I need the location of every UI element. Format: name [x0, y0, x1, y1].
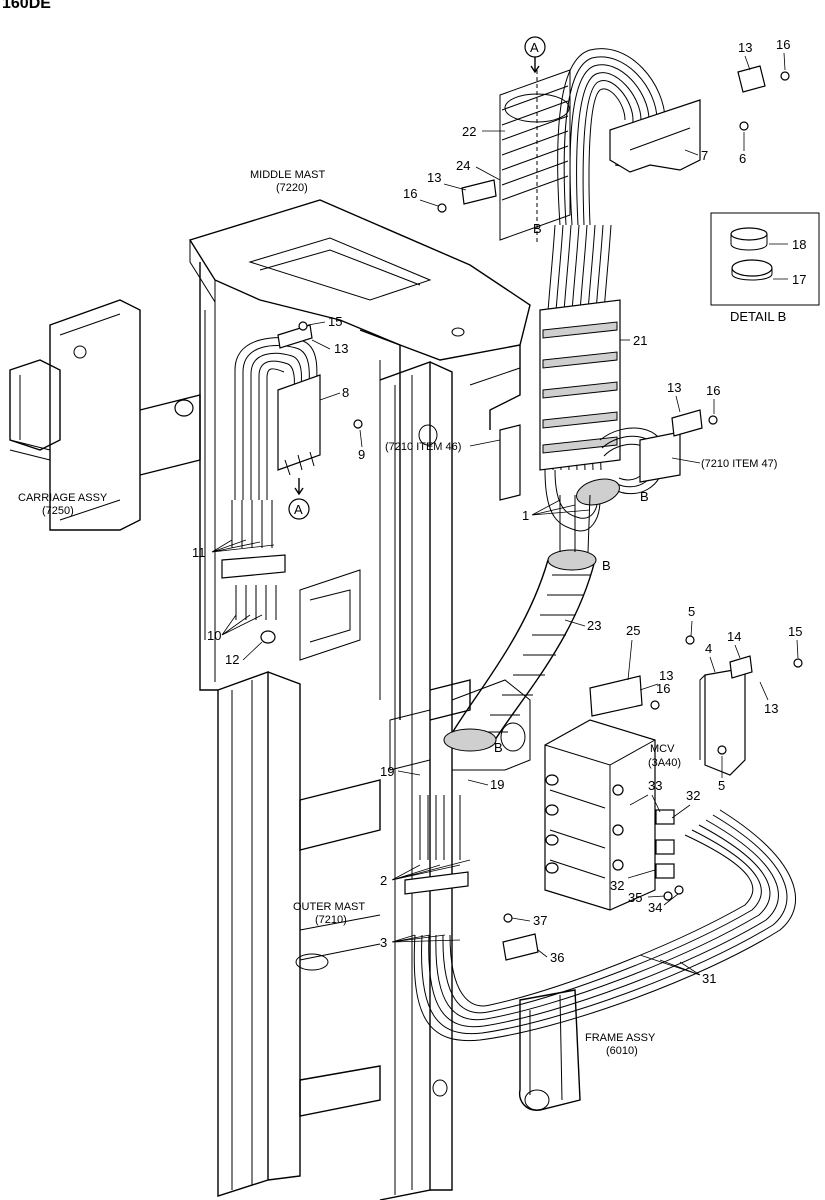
detail-b-title: DETAIL B: [730, 309, 786, 324]
part-6: 6: [739, 151, 746, 166]
part-16-d: 16: [656, 681, 670, 696]
assembly-labels: MIDDLE MAST (7220) CARRIAGE ASSY (7250) …: [18, 169, 777, 1057]
carriage-hose-loop: [221, 324, 321, 644]
part-12: 12: [225, 652, 239, 667]
ref-a-bottom: A: [294, 502, 303, 517]
part-22: 22: [462, 124, 476, 139]
part-25: 25: [626, 623, 640, 638]
carriage-label: CARRIAGE ASSY: [18, 492, 108, 504]
part-13-d: 13: [667, 380, 681, 395]
part-19-a: 19: [380, 764, 394, 779]
part-13-f: 13: [764, 701, 778, 716]
ref-b-2: B: [640, 489, 649, 504]
part-16-a: 16: [776, 37, 790, 52]
middle-mast-label: MIDDLE MAST: [250, 169, 325, 181]
carriage-code: (7250): [42, 505, 74, 517]
part-13-c: 13: [334, 341, 348, 356]
part-5-a: 5: [688, 604, 695, 619]
outer-mast-label: OUTER MAST: [293, 901, 365, 913]
model-title: 160DE: [2, 0, 51, 12]
part-37: 37: [533, 913, 547, 928]
hardware: [298, 65, 803, 923]
mcv-label: MCV: [650, 743, 675, 755]
item47-label: (7210 ITEM 47): [701, 458, 777, 470]
part-8: 8: [342, 385, 349, 400]
hose-bundle-upper: [539, 224, 681, 532]
part-9: 9: [358, 447, 365, 462]
part-15-a: 15: [328, 314, 342, 329]
ref-b-1: B: [533, 221, 542, 236]
part-15-b: 15: [788, 624, 802, 639]
lower-hoses: [404, 795, 796, 1042]
middle-mast: [188, 199, 531, 720]
part-3: 3: [380, 935, 387, 950]
outer-mast-code: (7210): [315, 914, 347, 926]
part-2: 2: [380, 873, 387, 888]
part-5-b: 5: [718, 778, 725, 793]
reference-markers: A A B B B B: [288, 36, 649, 755]
frame-assy: [518, 989, 581, 1111]
part-16-c: 16: [706, 383, 720, 398]
top-hose-bundle: [499, 48, 701, 245]
mcv-valve: [544, 719, 656, 911]
item46-label: (7210 ITEM 46): [385, 441, 461, 453]
part-1: 1: [522, 508, 529, 523]
middle-mast-code: (7220): [276, 182, 308, 194]
ref-a-top: A: [530, 40, 539, 55]
part-13-e: 13: [659, 668, 673, 683]
part-4: 4: [705, 641, 712, 656]
part-34: 34: [648, 900, 662, 915]
hose-sleeve: [443, 494, 597, 752]
part-13-a: 13: [738, 40, 752, 55]
part-7: 7: [701, 148, 708, 163]
frame-label: FRAME ASSY: [585, 1032, 656, 1044]
ref-a-bottom-marker: [288, 498, 310, 520]
part-33: 33: [648, 778, 662, 793]
ref-b-4: B: [494, 740, 503, 755]
part-10: 10: [207, 628, 221, 643]
part-11: 11: [192, 545, 206, 560]
part-13-b: 13: [427, 170, 441, 185]
part-32-b: 32: [610, 878, 624, 893]
carriage-assy: [9, 299, 201, 531]
detail-b-frame: [710, 212, 820, 306]
part-23: 23: [587, 618, 601, 633]
part-labels: 13 16 7 6 22 24 13 16 15 13 8 9 21 13 16…: [192, 37, 802, 986]
part-16-b: 16: [403, 186, 417, 201]
ref-b-3: B: [602, 558, 611, 573]
mcv-code: (3A40): [648, 757, 681, 769]
outer-mast: [217, 361, 531, 1200]
detail-label-17: 17: [792, 272, 806, 287]
part-24: 24: [456, 158, 470, 173]
part-31: 31: [702, 971, 716, 986]
brackets: [499, 424, 753, 776]
detail-label-18: 18: [792, 237, 806, 252]
frame-code: (6010): [606, 1045, 638, 1057]
part-32-a: 32: [686, 788, 700, 803]
part-19-b: 19: [490, 777, 504, 792]
part-14: 14: [727, 629, 741, 644]
part-35: 35: [628, 890, 642, 905]
part-21: 21: [633, 333, 647, 348]
detail-b: 18 17 DETAIL B: [710, 212, 820, 324]
part-36: 36: [550, 950, 564, 965]
